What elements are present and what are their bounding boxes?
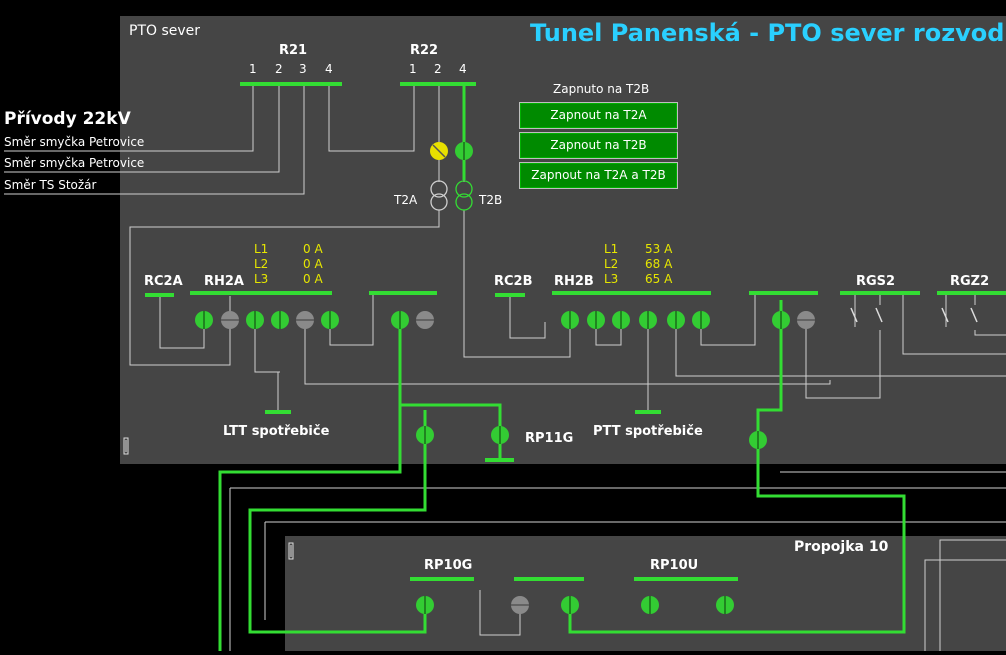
feeder-label: Směr smyčka Petrovice — [4, 135, 144, 149]
bus-label-rc2a: RC2A — [144, 274, 183, 289]
switch-t2a-t2b-button[interactable]: Zapnout na T2A a T2B — [519, 162, 678, 189]
breaker-open[interactable] — [296, 311, 314, 329]
switch-t2a-button[interactable]: Zapnout na T2A — [519, 102, 678, 129]
lock-icon — [288, 542, 294, 560]
phase-label: L2 — [254, 257, 268, 271]
breaker-closed[interactable] — [491, 426, 509, 444]
bus-label-rp10u: RP10U — [650, 558, 698, 573]
active-wiring — [218, 84, 906, 651]
feeder-line — [4, 84, 280, 173]
breaker-closed[interactable] — [587, 311, 605, 329]
r21-port: 3 — [299, 62, 307, 76]
main-panel — [120, 16, 1006, 464]
disconnector-switches — [850, 307, 978, 323]
bus-label-rgz2: RGZ2 — [950, 274, 989, 289]
current-value: 65 A — [645, 272, 673, 286]
phase-label: L3 — [254, 272, 268, 286]
phase-label: L3 — [604, 272, 618, 286]
breaker-open[interactable] — [797, 311, 815, 329]
r21-port: 4 — [325, 62, 333, 76]
breaker-closed[interactable] — [692, 311, 710, 329]
breaker-closed[interactable] — [667, 311, 685, 329]
feeder-label: Směr TS Stožár — [4, 178, 97, 192]
t2b-label: T2B — [478, 193, 502, 207]
phase-label: L1 — [604, 242, 618, 256]
load-label-ptt: PTT spotřebiče — [593, 424, 703, 439]
breaker-closed[interactable] — [561, 311, 579, 329]
panel-title-main: PTO sever — [129, 23, 200, 39]
current-value: 68 A — [645, 257, 673, 271]
switching-status: Zapnuto na T2B — [553, 82, 649, 96]
feeder-label: Směr smyčka Petrovice — [4, 156, 144, 170]
breaker-closed[interactable] — [772, 311, 790, 329]
breaker-closed[interactable] — [455, 142, 473, 160]
breaker-closed[interactable] — [639, 311, 657, 329]
breaker-closed[interactable] — [271, 311, 289, 329]
current-value: 0 A — [303, 257, 323, 271]
load-label-ltt: LTT spotřebiče — [223, 424, 330, 439]
breaker-closed[interactable] — [416, 426, 434, 444]
breaker-closed[interactable] — [195, 311, 213, 329]
breaker-open[interactable] — [416, 311, 434, 329]
r22-port: 4 — [459, 62, 467, 76]
lower-panel — [285, 536, 1006, 651]
bus-label-rgs2: RGS2 — [856, 274, 895, 289]
bus-label-rc2b: RC2B — [494, 274, 533, 289]
transformer-t2b — [455, 180, 473, 211]
breaker-closed[interactable] — [716, 596, 734, 614]
bus-label-rp10g: RP10G — [424, 558, 472, 573]
current-value: 0 A — [303, 272, 323, 286]
breaker-closed[interactable] — [612, 311, 630, 329]
breaker-closed[interactable] — [416, 596, 434, 614]
bus-label-rh2b: RH2B — [554, 274, 594, 289]
t2a-label: T2A — [393, 193, 418, 207]
transformer-t2a — [430, 180, 448, 211]
page-title: Tunel Panenská - PTO sever rozvodna — [530, 19, 1006, 47]
r21-port: 1 — [249, 62, 257, 76]
switch-t2b-button[interactable]: Zapnout na T2B — [519, 132, 678, 159]
r21-port: 2 — [275, 62, 283, 76]
bus-bars — [145, 82, 1006, 581]
r22-port: 1 — [409, 62, 417, 76]
breaker-open[interactable] — [511, 596, 529, 614]
breaker-closed[interactable] — [749, 431, 767, 449]
breaker-closed[interactable] — [246, 311, 264, 329]
breaker-closed[interactable] — [561, 596, 579, 614]
r21-label: R21 — [279, 43, 307, 58]
phase-label: L1 — [254, 242, 268, 256]
panel-title-lower: Propojka 10 — [794, 539, 889, 555]
breaker-open[interactable] — [221, 311, 239, 329]
current-value: 0 A — [303, 242, 323, 256]
breaker-closed[interactable] — [641, 596, 659, 614]
feeders-heading: Přívody 22kV — [4, 109, 132, 129]
r22-port: 2 — [434, 62, 442, 76]
r22-label: R22 — [410, 43, 438, 58]
breaker-alarm[interactable] — [430, 142, 448, 160]
phase-label: L2 — [604, 257, 618, 271]
feeder-line — [4, 84, 254, 152]
breaker-closed[interactable] — [321, 311, 339, 329]
lock-icon — [123, 437, 129, 455]
feeder-line — [4, 84, 305, 195]
bus-label-rh2a: RH2A — [204, 274, 244, 289]
current-value: 53 A — [645, 242, 673, 256]
breaker-closed[interactable] — [391, 311, 409, 329]
bus-label-rp11g: RP11G — [525, 431, 573, 446]
